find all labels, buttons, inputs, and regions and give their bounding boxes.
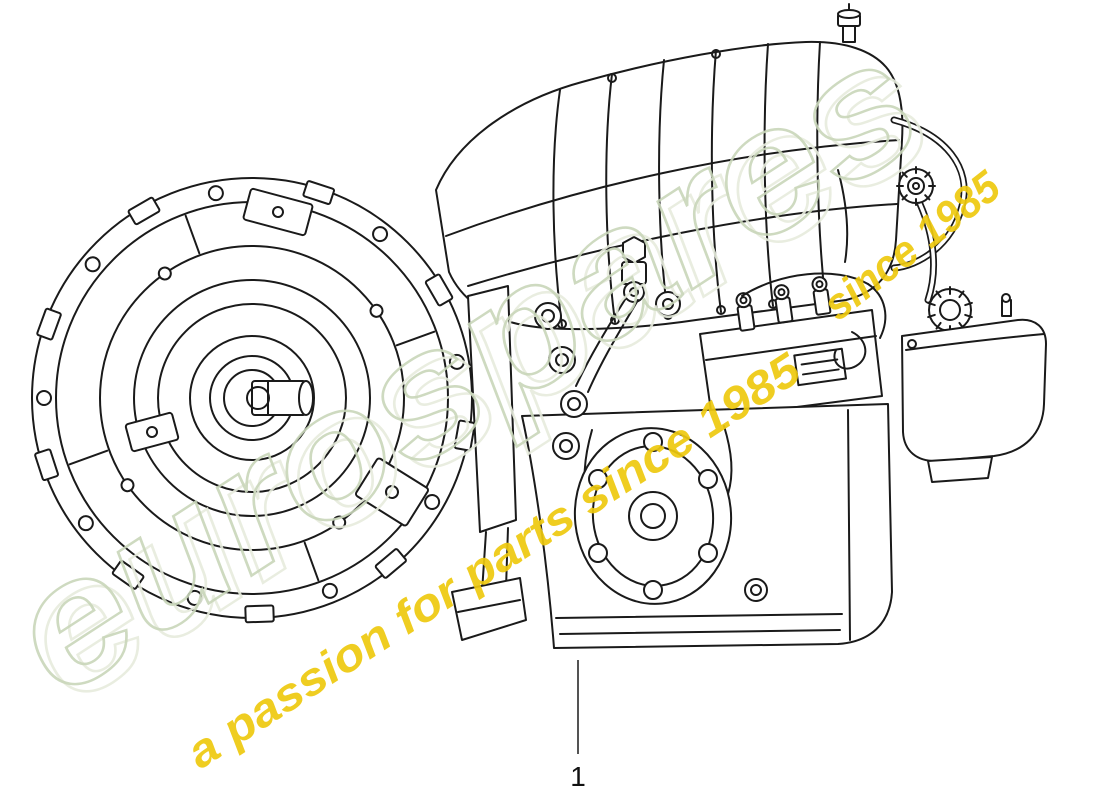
case-bosses <box>534 302 588 460</box>
callout-1: 1 <box>570 660 586 792</box>
output-flange <box>573 425 733 605</box>
mounting-bracket <box>451 285 527 641</box>
ribbed-case <box>435 40 904 331</box>
bell-housing <box>31 177 476 624</box>
dipstick-fitting <box>575 236 681 393</box>
pressure-sensor <box>896 166 936 206</box>
callout-1-label: 1 <box>570 761 586 792</box>
reservoir <box>901 286 1047 483</box>
hoses <box>837 116 968 304</box>
filler-cap <box>837 3 861 43</box>
valve-body <box>699 272 887 419</box>
transmission-drawing <box>31 3 1047 649</box>
